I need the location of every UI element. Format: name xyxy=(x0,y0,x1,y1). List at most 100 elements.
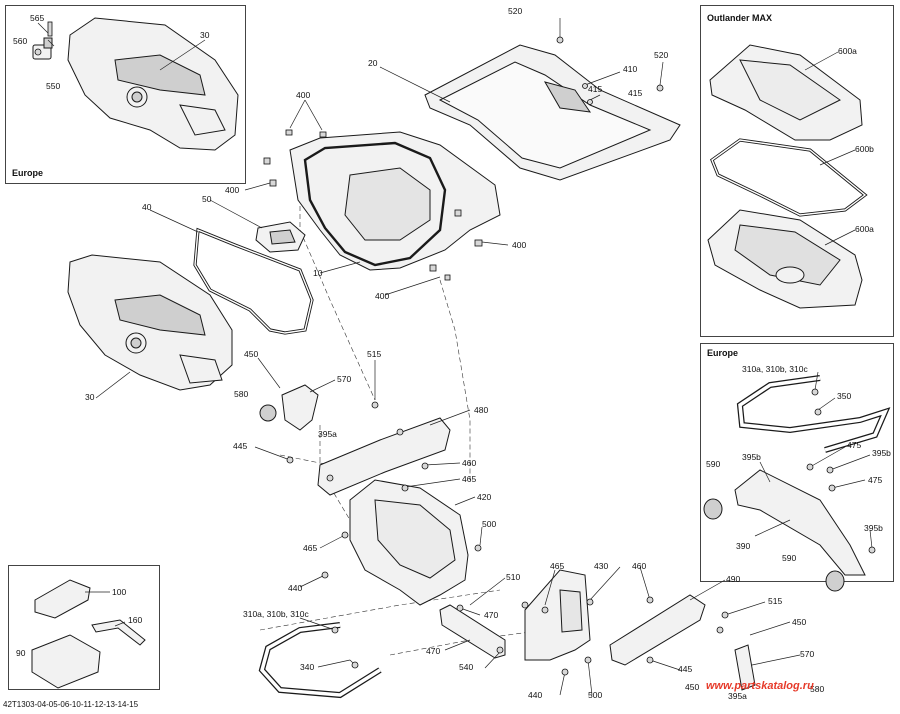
callout: 20 xyxy=(368,58,378,68)
callout: 450 xyxy=(792,617,806,627)
front-cover xyxy=(67,254,233,391)
lock-assembly xyxy=(32,21,53,60)
callout: 600a xyxy=(838,46,857,56)
callout: 350 xyxy=(837,391,851,401)
inset-label: Outlander MAX xyxy=(707,13,773,23)
callout: 490 xyxy=(726,574,740,584)
mounting-plate xyxy=(259,384,319,431)
callout: 90 xyxy=(16,648,26,658)
front-cover-europe xyxy=(67,17,239,151)
callout: 395b xyxy=(872,448,891,458)
hitch-plate xyxy=(734,644,756,691)
inset-label: Europe xyxy=(12,168,44,178)
callout: 515 xyxy=(768,596,782,606)
callout: 400 xyxy=(375,291,389,301)
fasteners xyxy=(286,36,876,676)
outlander-seal xyxy=(710,138,868,217)
callout: 450 xyxy=(244,349,258,359)
europe-bracket xyxy=(734,469,866,576)
callout: 465 xyxy=(303,543,317,553)
callout: 395a xyxy=(318,429,337,439)
callout: 40 xyxy=(142,202,152,212)
callout: 460 xyxy=(632,561,646,571)
callout: 415 xyxy=(588,84,602,94)
callout: 10 xyxy=(313,268,323,278)
callout: 465 xyxy=(462,474,476,484)
callout: 475 xyxy=(868,475,882,485)
side-panel xyxy=(349,479,469,606)
callout: 570 xyxy=(800,649,814,659)
callout: 440 xyxy=(288,583,302,593)
callout: 600b xyxy=(855,144,874,154)
seal-gasket xyxy=(193,227,314,335)
callout: 520 xyxy=(508,6,522,16)
callout: 160 xyxy=(128,615,142,625)
top-tray xyxy=(424,44,681,181)
diagram-code: 42T1303-04-05-06-10-11-12-13-14-15 xyxy=(3,700,139,709)
callout: 30 xyxy=(200,30,210,40)
callout: 600a xyxy=(855,224,874,234)
lower-bracket-right xyxy=(609,594,706,666)
callout: 570 xyxy=(337,374,351,384)
callout: 450 xyxy=(685,682,699,692)
callout: 520 xyxy=(654,50,668,60)
callout: 470 xyxy=(426,646,440,656)
callout: 395b xyxy=(742,452,761,462)
callout-labels: 560 565 550 30 20 520 520 410 415 415 40… xyxy=(13,6,891,701)
leader-lines xyxy=(37,18,873,696)
bumper-bar xyxy=(258,622,382,699)
callout: 50 xyxy=(202,194,212,204)
inset-label: Europe xyxy=(707,348,739,358)
callout: 445 xyxy=(678,664,692,674)
callout: 445 xyxy=(233,441,247,451)
callout: 395b xyxy=(864,523,883,533)
callout: 560 xyxy=(13,36,27,46)
callout: 470 xyxy=(484,610,498,620)
outlander-lid xyxy=(709,44,863,141)
callout: 510 xyxy=(506,572,520,582)
callout: 340 xyxy=(300,662,314,672)
callout: 590 xyxy=(782,553,796,563)
storage-frame xyxy=(263,129,501,281)
callout: 550 xyxy=(46,81,60,91)
callout: 580 xyxy=(810,684,824,694)
callout: 580 xyxy=(234,389,248,399)
callout: 400 xyxy=(512,240,526,250)
tool-pouch xyxy=(34,579,91,619)
reflector xyxy=(703,498,845,592)
callout: 400 xyxy=(296,90,310,100)
callout: 310a, 310b, 310c xyxy=(243,609,309,619)
callout: 500 xyxy=(482,519,496,529)
callout: 565 xyxy=(30,13,44,23)
europe-bumper xyxy=(736,375,891,453)
lower-bracket-left xyxy=(439,604,506,659)
watermark: www.partskatalog.ru xyxy=(706,680,814,692)
callout: 310a, 310b, 310c xyxy=(742,364,808,374)
callout: 410 xyxy=(623,64,637,74)
callout: 540 xyxy=(459,662,473,672)
tool-kit xyxy=(31,634,101,689)
callout: 440 xyxy=(528,690,542,700)
latch xyxy=(255,221,306,253)
cross-bracket xyxy=(317,417,451,496)
callout: 400 xyxy=(225,185,239,195)
callout: 430 xyxy=(594,561,608,571)
inset-europe-right: Europe xyxy=(700,343,894,582)
callout: 395a xyxy=(728,691,747,701)
callout: 475 xyxy=(847,440,861,450)
callout: 500 xyxy=(588,690,602,700)
callout: 420 xyxy=(477,492,491,502)
callout: 100 xyxy=(112,587,126,597)
lower-bracket-center xyxy=(524,569,591,661)
wrench xyxy=(91,619,146,646)
callout: 590 xyxy=(706,459,720,469)
outlander-tub xyxy=(707,209,863,309)
callout: 460 xyxy=(462,458,476,468)
callout: 465 xyxy=(550,561,564,571)
callout: 390 xyxy=(736,541,750,551)
callout: 415 xyxy=(628,88,642,98)
callout: 480 xyxy=(474,405,488,415)
callout: 30 xyxy=(85,392,95,402)
callout: 515 xyxy=(367,349,381,359)
